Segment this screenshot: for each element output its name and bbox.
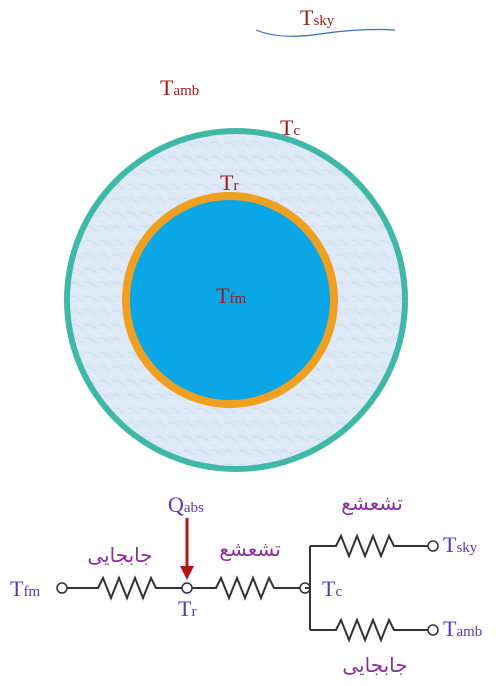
receiver-node	[181, 582, 193, 594]
sky-label: Tsky	[300, 5, 335, 30]
convection-label-inner: جابجایی	[87, 543, 152, 567]
heat-input-arrowhead	[180, 566, 194, 580]
radiation-label-inner: تشعشع	[219, 537, 281, 561]
radiation-label-sky: تشعشع	[341, 491, 403, 515]
fluid-node	[56, 582, 68, 594]
sky-node-label: Tsky	[443, 532, 478, 557]
cover-node-label: Tc	[322, 576, 342, 601]
receiver-node-label: Tr	[178, 596, 196, 621]
fluid-core	[130, 200, 330, 400]
ambient-node	[427, 624, 439, 636]
convection-resistor-ambient	[310, 617, 428, 643]
receiver-label: Tr	[220, 170, 238, 195]
ambient-node-label: Tamb	[443, 616, 482, 641]
fluid-label: Tfm	[216, 283, 246, 308]
radiation-resistor-sky	[310, 533, 428, 559]
sky-node	[427, 540, 439, 552]
radiation-resistor-inner	[192, 575, 300, 601]
cover-label: Tc	[280, 115, 300, 140]
fluid-node-label: Tfm	[10, 576, 40, 601]
convection-resistor-inner	[67, 575, 182, 601]
ambient-label: Tamb	[160, 75, 199, 100]
convection-label-ambient: جابجایی	[342, 653, 407, 677]
sky-line	[255, 28, 396, 37]
heat-input-label: Qabs	[168, 492, 204, 517]
